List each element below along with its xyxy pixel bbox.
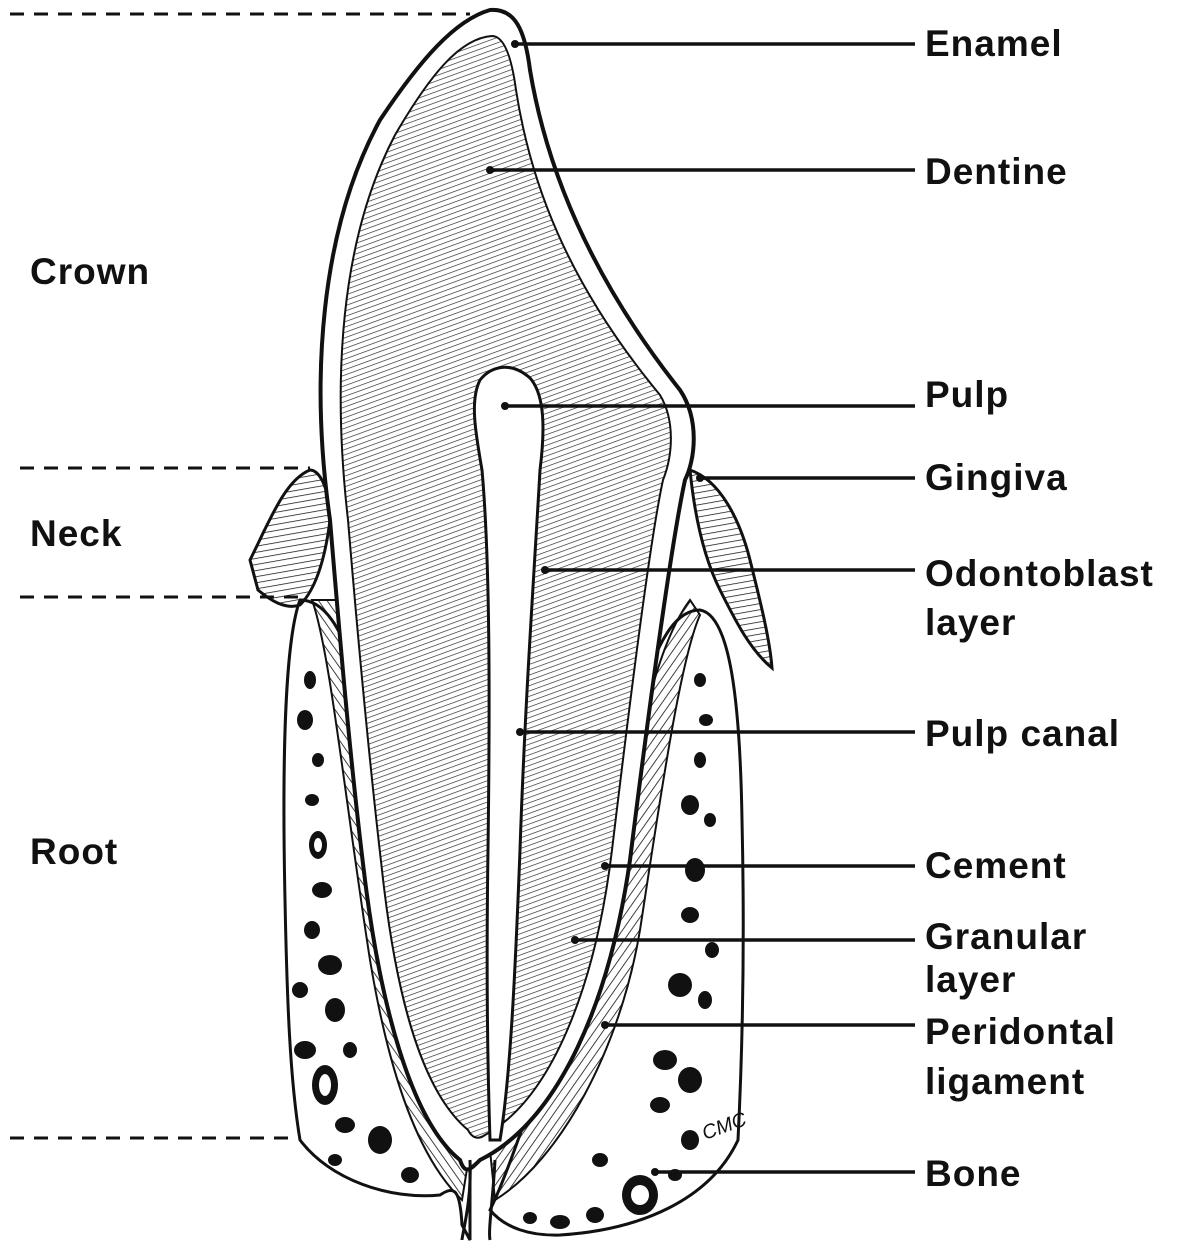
label-dentine: Dentine [925,150,1068,194]
label-bone: Bone [925,1152,1022,1196]
label-periodontal-2: ligament [925,1060,1085,1104]
region-label-crown: Crown [30,250,150,294]
label-enamel: Enamel [925,22,1063,66]
label-odontoblast-1: Odontoblast [925,552,1154,596]
label-granular-1: Granular [925,915,1087,959]
label-cement: Cement [925,844,1067,888]
label-granular-2: layer [925,958,1016,1002]
gingiva-left [250,470,330,606]
label-periodontal-1: Peridontal [925,1010,1116,1054]
region-label-root: Root [30,830,118,874]
label-gingiva: Gingiva [925,456,1068,500]
label-odontoblast-2: layer [925,601,1016,645]
label-pulp-canal: Pulp canal [925,712,1120,756]
label-pulp: Pulp [925,373,1009,417]
region-label-neck: Neck [30,512,122,556]
